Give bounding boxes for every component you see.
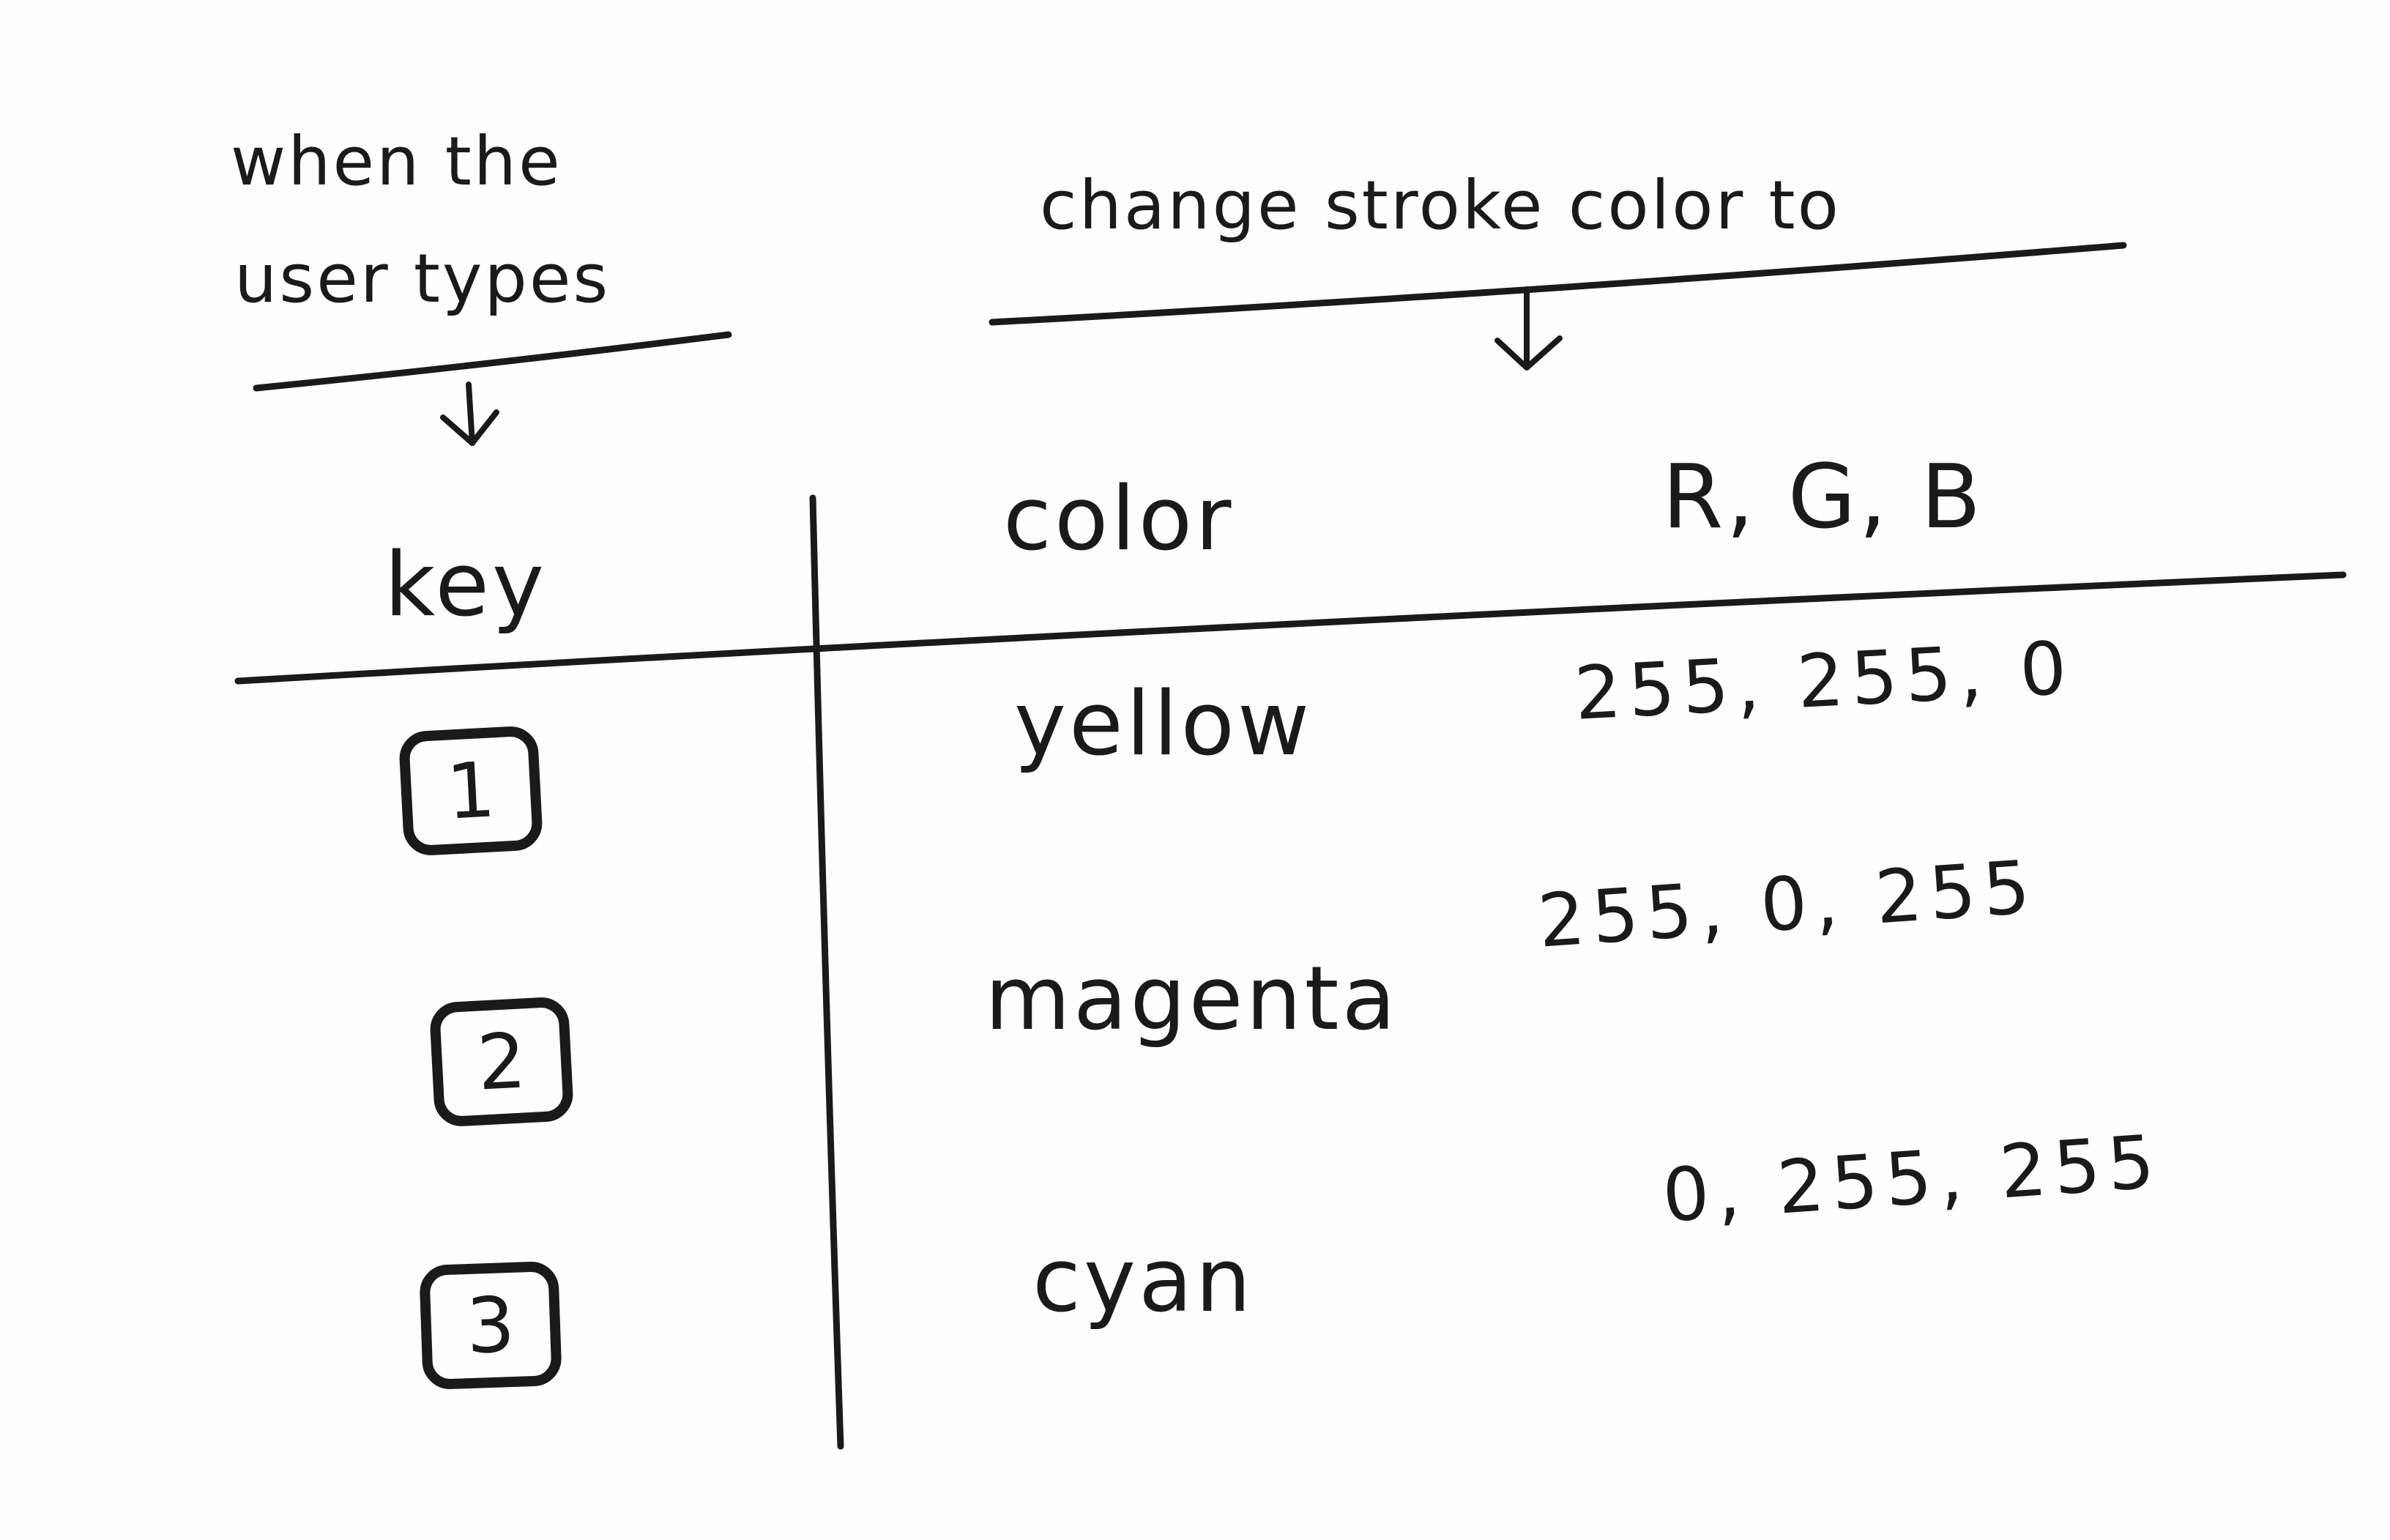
key-2-label: 2 bbox=[474, 1016, 529, 1108]
right-caption: change stroke color to bbox=[1040, 166, 1841, 245]
table-column-divider bbox=[809, 494, 844, 1450]
header-rgb: R, G, B bbox=[1662, 447, 1984, 548]
key-1-label: 1 bbox=[444, 745, 498, 837]
right-caption-underline bbox=[989, 242, 2127, 326]
header-key: key bbox=[384, 535, 548, 636]
left-caption-line1: when the bbox=[231, 122, 562, 201]
key-3-badge: 3 bbox=[419, 1260, 562, 1391]
key-2-badge: 2 bbox=[428, 996, 575, 1128]
arrow-down-icon bbox=[440, 382, 499, 446]
arrow-down-icon bbox=[1494, 286, 1563, 371]
left-caption-underline bbox=[253, 331, 732, 392]
row-3-color: cyan bbox=[1032, 1230, 1254, 1332]
key-1-badge: 1 bbox=[398, 725, 544, 857]
header-color: color bbox=[1003, 469, 1235, 570]
row-2-color: magenta bbox=[985, 948, 1399, 1050]
row-1-color: yellow bbox=[1014, 674, 1313, 775]
table-header-rule bbox=[234, 571, 2347, 685]
key-3-label: 3 bbox=[464, 1279, 517, 1372]
left-caption-line2: user types bbox=[234, 239, 611, 318]
